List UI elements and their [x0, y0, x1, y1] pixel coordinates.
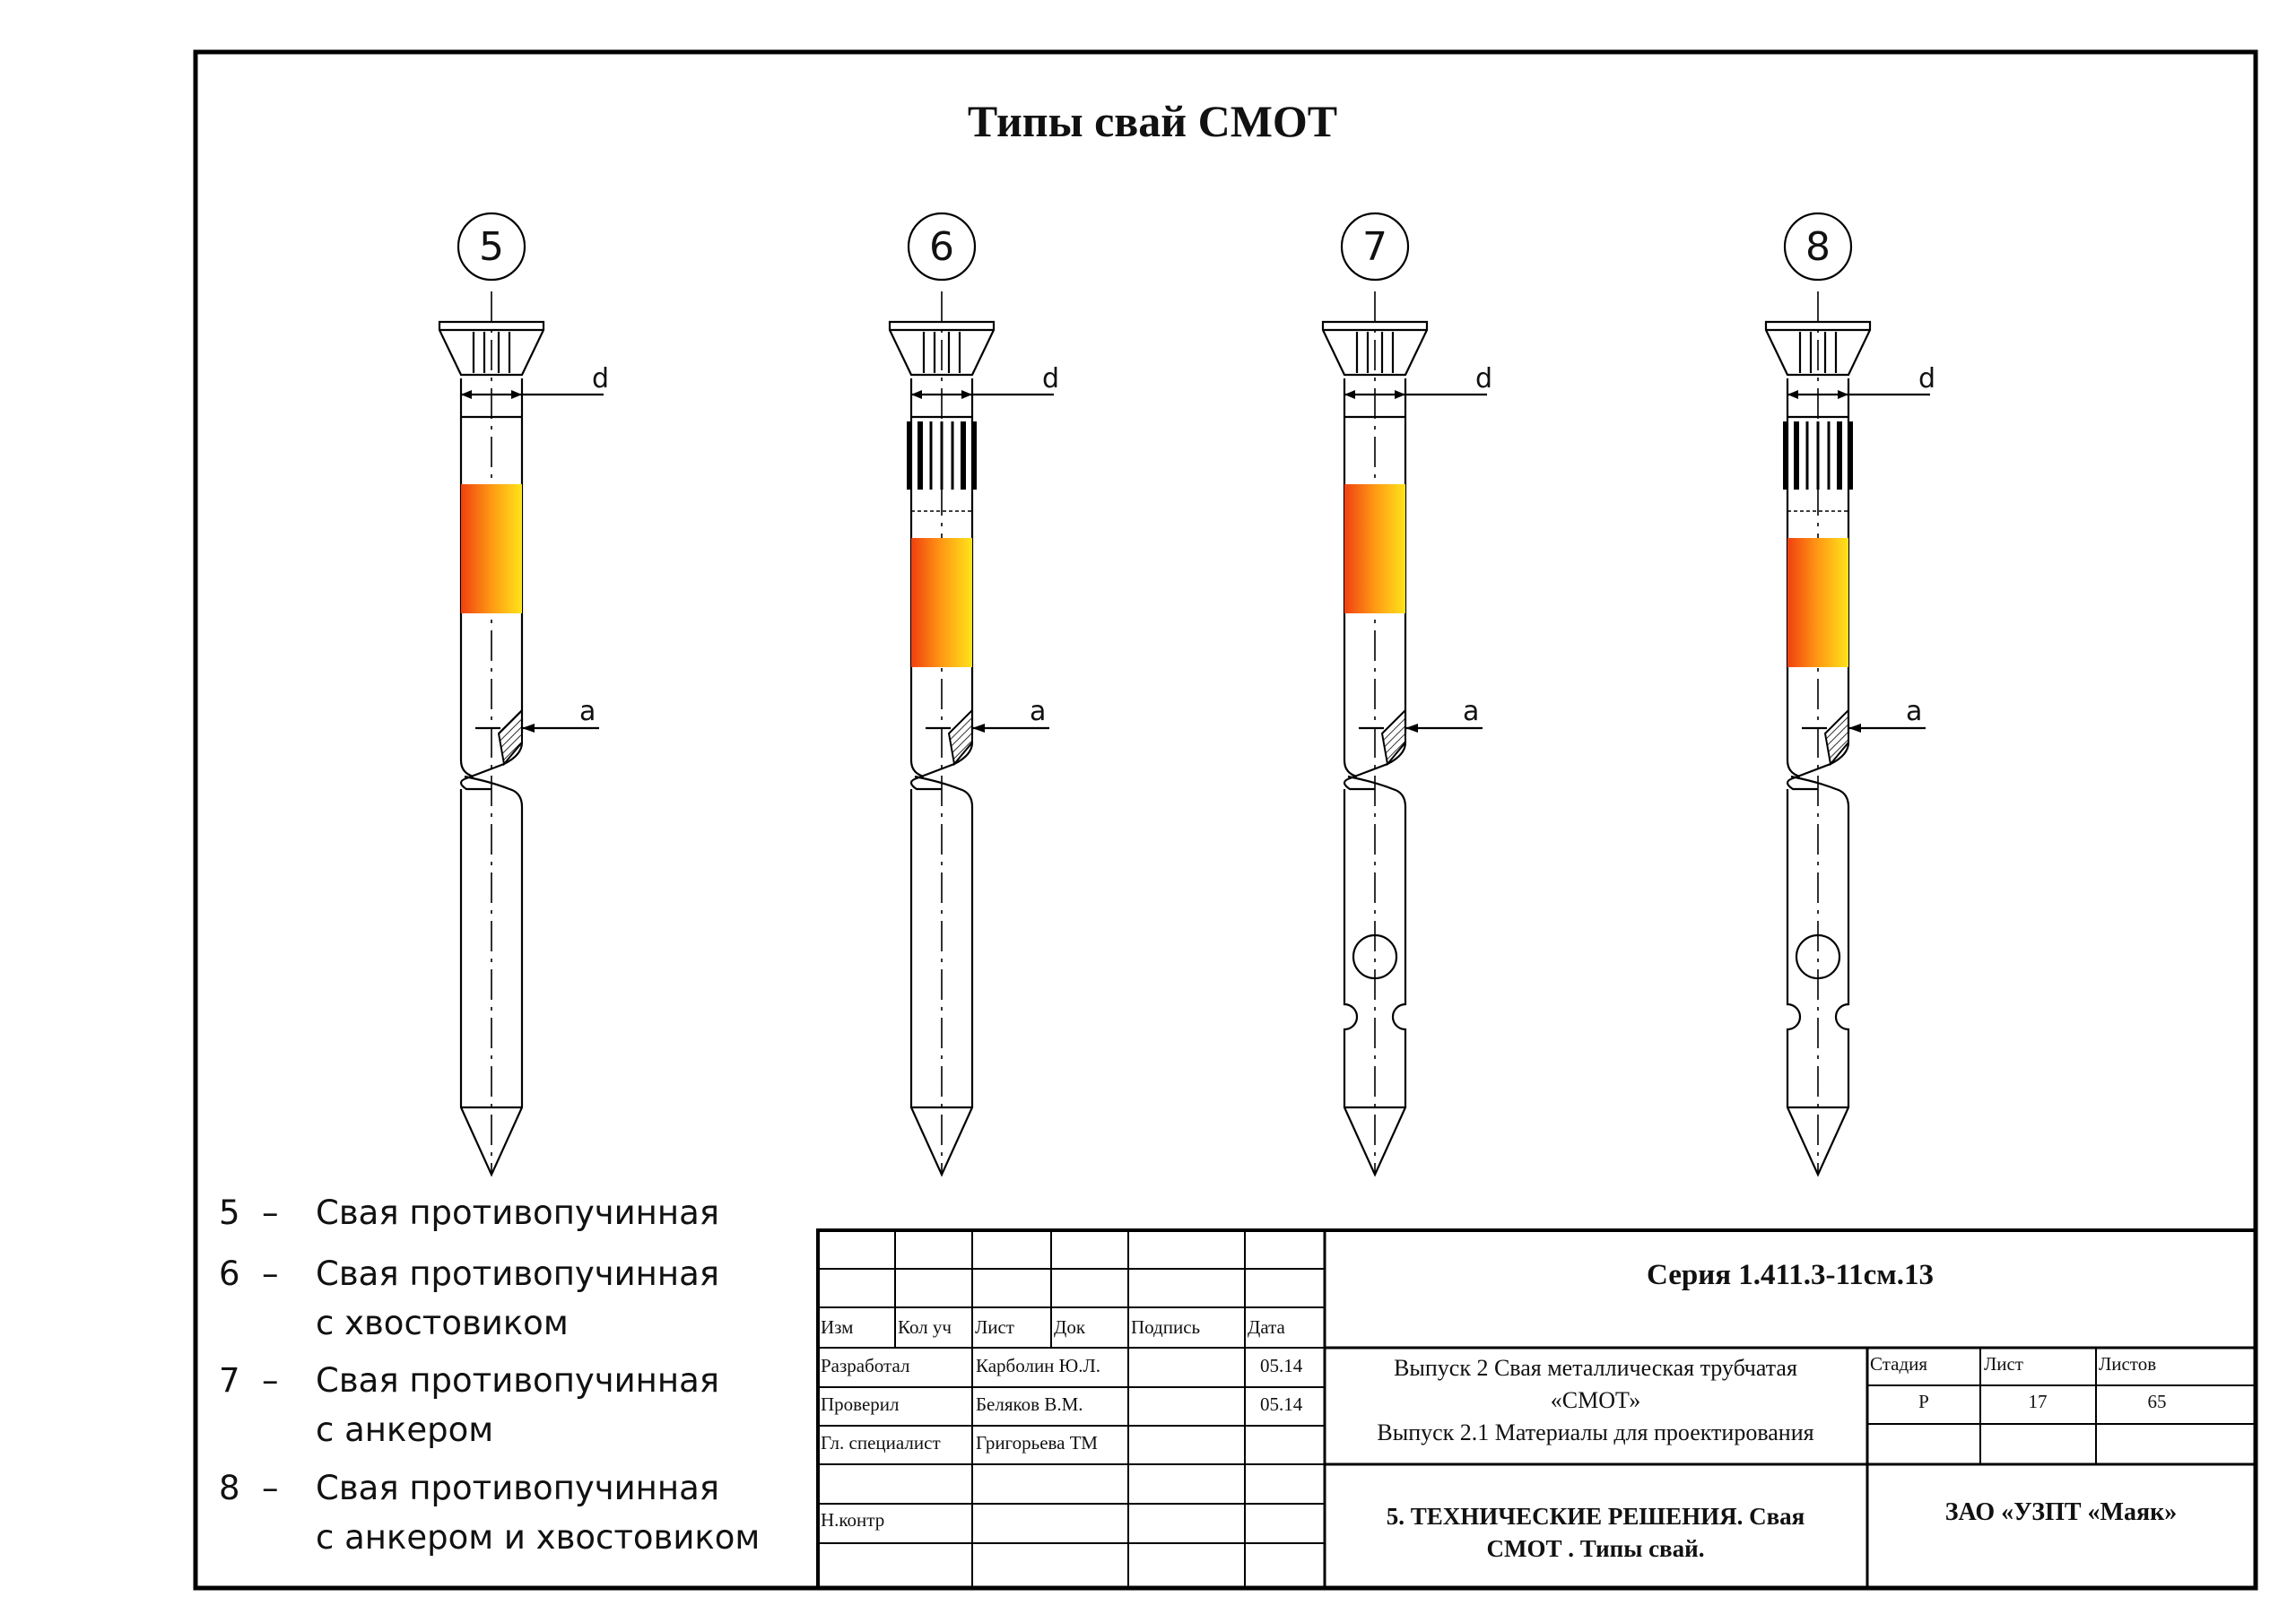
legend-number: 5: [219, 1193, 240, 1232]
pile-collar: [907, 421, 977, 512]
dimension-d-label: d: [1042, 363, 1059, 395]
legend-dash: –: [262, 1254, 279, 1293]
stamp-date: 05.14: [1260, 1393, 1303, 1415]
pile-number-circle: [457, 212, 526, 282]
pile-collar: [1783, 421, 1853, 512]
dimension-d-label: d: [1918, 363, 1935, 395]
pile-drawings: 5 d a 6 d a 7 d a 8 d a: [438, 212, 1935, 1177]
stamp-name: Беляков В.М.: [976, 1393, 1083, 1415]
pile-coating-zone: [1344, 484, 1405, 613]
legend-number: 7: [219, 1361, 240, 1400]
stamp-drawing-title: 5. ТЕХНИЧЕСКИЕ РЕШЕНИЯ. Свая: [1387, 1503, 1805, 1530]
stamp-date: 05.14: [1260, 1355, 1303, 1376]
pile-weld: [947, 707, 973, 767]
dimension-d-label: d: [1475, 363, 1492, 395]
stamp-header: Дата: [1248, 1316, 1286, 1338]
legend-number: 6: [219, 1254, 240, 1293]
pile-lower-shaft: [909, 789, 974, 1177]
stage-value: Р: [1918, 1391, 1929, 1412]
stamp-role: Разработал: [821, 1355, 909, 1376]
stamp-role: Гл. специалист: [821, 1432, 941, 1454]
stamp-header: Изм: [821, 1316, 853, 1338]
legend-text: с анкером: [316, 1410, 493, 1449]
anchor-hole: [1352, 933, 1398, 980]
stamp-header: Кол уч: [898, 1316, 952, 1338]
legend-text: Свая противопучинная: [316, 1361, 719, 1400]
pile-number: 6: [929, 224, 954, 270]
pile-coating-zone: [461, 484, 522, 613]
stamp-header: Подпись: [1131, 1316, 1200, 1338]
pile-lower-shaft: [1343, 789, 1407, 1177]
stamp-name: Карболин Ю.Л.: [976, 1355, 1100, 1376]
release-description: Выпуск 2 Свая металлическая трубчатая: [1394, 1355, 1797, 1381]
legend-text: с анкером и хвостовиком: [316, 1518, 760, 1557]
dimension-a-label: a: [1463, 696, 1479, 727]
legend-item-7: 7–Свая противопучинная с анкером: [219, 1361, 719, 1449]
release-description: Выпуск 2.1 Материалы для проектирования: [1377, 1419, 1813, 1445]
series-number: Серия 1.411.3-11см.13: [1647, 1259, 1934, 1291]
legend-item-6: 6–Свая противопучинная с хвостовиком: [219, 1254, 719, 1342]
pile-number-circle: [1340, 212, 1410, 282]
stamp-role: Проверил: [821, 1393, 900, 1415]
pile-number-circle: [907, 212, 977, 282]
legend-item-8: 8–Свая противопучинная с анкером и хвосто…: [219, 1469, 760, 1557]
legend-text: Свая противопучинная: [316, 1193, 719, 1232]
pile-number-circle: [1783, 212, 1853, 282]
pile-7: 7 d a: [1321, 212, 1492, 1177]
title-block-frame: [816, 1228, 2257, 1590]
pile-lower-shaft: [459, 789, 524, 1177]
company-name: ЗАО «УЗПТ «Маяк»: [1945, 1498, 2178, 1526]
legend-text: Свая противопучинная: [316, 1469, 719, 1507]
legend-dash: –: [262, 1361, 279, 1400]
legend-item-5: 5–Свая противопучинная: [219, 1193, 719, 1232]
legend-text: Свая противопучинная: [316, 1254, 719, 1293]
dimension-a-label: a: [579, 696, 596, 727]
sheet-frame: [193, 49, 2258, 1591]
pile-coating-zone: [911, 538, 972, 667]
pile-coating-zone: [1787, 538, 1848, 667]
legend-number: 8: [219, 1469, 240, 1507]
stamp-header: Док: [1054, 1316, 1086, 1338]
legend-dash: –: [262, 1193, 279, 1232]
pile-number: 8: [1805, 224, 1831, 270]
drawing-title: Типы свай СМОТ: [968, 96, 1337, 146]
stamp-header: Лист: [975, 1316, 1014, 1338]
release-description: «СМОТ»: [1551, 1387, 1640, 1413]
sheet-value: 17: [2029, 1391, 2048, 1412]
sheet-header: Лист: [1984, 1353, 2023, 1375]
pile-weld: [1380, 707, 1406, 767]
legend-text: с хвостовиком: [316, 1304, 569, 1342]
sheets-value: 65: [2148, 1391, 2167, 1412]
pile-5: 5 d a: [438, 212, 609, 1177]
pile-number: 7: [1362, 224, 1387, 270]
dimension-a-label: a: [1906, 696, 1922, 727]
pile-lower-shaft: [1786, 789, 1850, 1177]
legend-dash: –: [262, 1469, 279, 1507]
stamp-drawing-title: СМОТ . Типы свай.: [1487, 1535, 1705, 1562]
dimension-d-label: d: [592, 363, 609, 395]
pile-6: 6 d a: [888, 212, 1059, 1177]
dimension-a-label: a: [1030, 696, 1046, 727]
stage-header: Стадия: [1870, 1353, 1927, 1375]
stamp-name: Григорьева ТМ: [976, 1432, 1098, 1454]
pile-weld: [1823, 707, 1849, 767]
anchor-hole: [1795, 933, 1841, 980]
sheets-header: Листов: [2099, 1353, 2156, 1375]
pile-weld: [497, 707, 523, 767]
stamp-role: Н.контр: [821, 1509, 884, 1531]
pile-number: 5: [479, 224, 504, 270]
pile-8: 8 d a: [1764, 212, 1935, 1177]
